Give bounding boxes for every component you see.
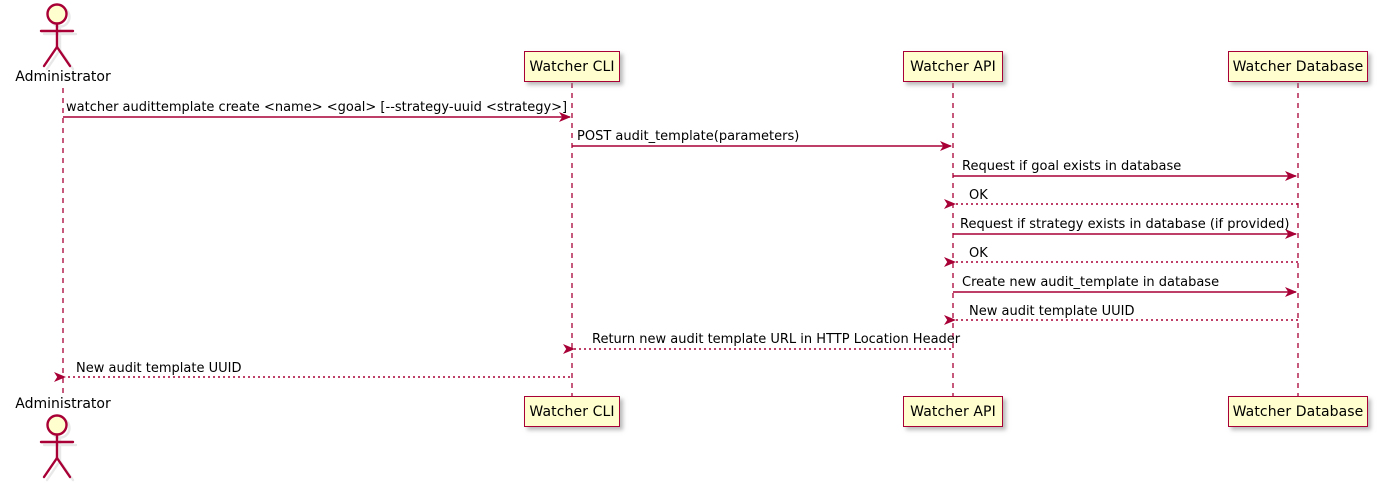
message-label-2: POST audit_template(parameters) — [577, 129, 800, 144]
actor-label-administrator-bottom: Administrator — [15, 396, 111, 412]
message-label-5: Request if strategy exists in database (… — [960, 217, 1290, 232]
participant-box-watcher-api-top[interactable]: Watcher API — [903, 51, 1003, 82]
participant-box-watcher-database-bottom[interactable]: Watcher Database — [1228, 396, 1368, 427]
message-arrows — [54, 112, 1298, 382]
actor-administrator-bottom — [39, 414, 78, 482]
message-label-10: New audit template UUID — [76, 361, 242, 376]
actor-head — [46, 3, 68, 25]
message-label-7: Create new audit_template in database — [962, 275, 1220, 290]
actor-administrator-top — [39, 3, 78, 71]
actor-label-administrator-top: Administrator — [15, 69, 111, 85]
message-label-1: watcher audittemplate create <name> <goa… — [66, 100, 568, 115]
message-label-8: New audit template UUID — [969, 304, 1135, 319]
message-label-6: OK — [969, 246, 988, 261]
message-label-9: Return new audit template URL in HTTP Lo… — [592, 332, 961, 347]
participant-box-watcher-api-bottom[interactable]: Watcher API — [903, 396, 1003, 427]
participant-box-watcher-cli-bottom[interactable]: Watcher CLI — [524, 396, 620, 427]
message-label-4: OK — [969, 188, 988, 203]
lifelines — [62, 83, 1299, 396]
message-label-3: Request if goal exists in database — [962, 159, 1182, 174]
participant-box-watcher-database-top[interactable]: Watcher Database — [1228, 51, 1368, 82]
participant-box-watcher-cli-top[interactable]: Watcher CLI — [524, 51, 620, 82]
